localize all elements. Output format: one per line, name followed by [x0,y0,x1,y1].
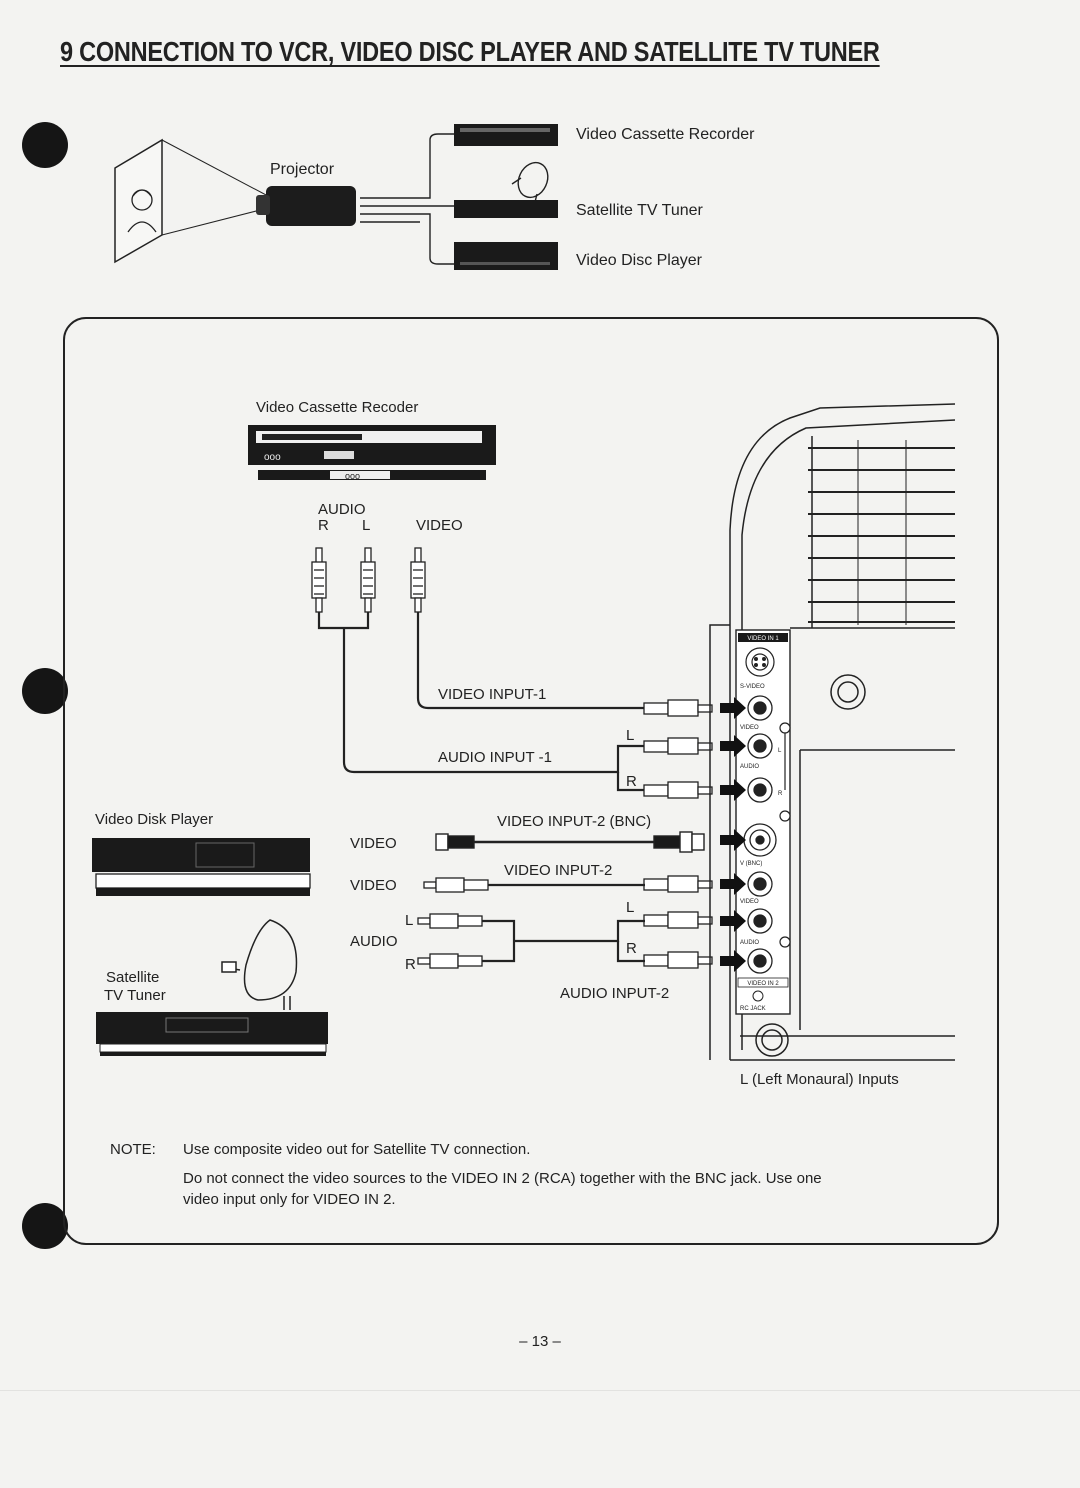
rca-plug-icons-left [417,877,489,969]
vcr-cables [317,612,645,792]
video-disk-player-label: Video Disk Player [95,811,213,828]
note-label: NOTE: [110,1141,156,1158]
projector-rear-screw-icon [830,674,866,710]
r-label-audio2-left: R [405,956,416,973]
binder-hole-middle [22,668,68,714]
r-label-audio2-right: R [626,940,637,957]
panel-video-label-1: VIDEO [740,725,759,731]
panel-video-label-2: VIDEO [740,899,759,905]
video-input-2-label: VIDEO INPUT-2 [504,862,612,879]
svg-text:ooo: ooo [345,471,360,481]
screen-with-person-icon [114,138,269,264]
video-input-2-bnc-label: VIDEO INPUT-2 (BNC) [497,813,651,830]
vcr-detail-label: Video Cassette Recoder [256,399,418,416]
panel-video-in-1-label: VIDEO IN 1 [747,636,779,642]
left-monaural-label: L (Left Monaural) Inputs [740,1071,899,1088]
binder-hole-bottom [22,1203,68,1249]
connection-arrow-icons [720,697,746,972]
vcr-overview-icon [454,124,558,146]
rc-jack-ring-icon [755,1023,789,1057]
panel-video-in-2-label: VIDEO IN 2 [747,981,779,987]
video-disk-player-device [92,838,311,896]
vcr-device: ooo ooo [248,425,496,481]
detail-frame [63,317,999,1245]
audio-input-1-label: AUDIO INPUT -1 [438,749,552,766]
note-line-3: video input only for VIDEO IN 2. [183,1191,396,1208]
vcr-overview-label: Video Cassette Recorder [576,126,755,143]
r-label-top: R [318,517,329,534]
note-line-2: Do not connect the video sources to the … [183,1170,822,1187]
note-line-1: Use composite video out for Satellite TV… [183,1141,531,1158]
projector-rear-body [709,403,956,1061]
projector-label: Projector [270,161,335,178]
page-title: 9 CONNECTION TO VCR, VIDEO DISC PLAYER A… [60,36,880,67]
panel-s-video-label: S-VIDEO [740,684,765,690]
panel-rc-jack-label: RC JACK [740,1006,766,1012]
rca-plug-icons-panel [643,699,713,969]
panel-audio-label-1: AUDIO [740,764,759,770]
panel-audio-label-2: AUDIO [740,940,759,946]
video-label-bnc: VIDEO [350,835,397,852]
satellite-dish-large-icon [221,919,298,1010]
audio-heading: AUDIO [318,501,366,518]
satellite-tuner-overview-icon [454,200,558,218]
audio-input-2-label: AUDIO INPUT-2 [560,985,669,1002]
bnc-cable [435,831,705,853]
l-label-input1: L [626,727,634,744]
satellite-overview-label: Satellite TV Tuner [576,202,704,219]
input-panel: VIDEO IN 1 S-VIDEO VIDEO AUDIO L R V (BN… [720,629,791,1015]
s-video-jack-icon [745,647,775,677]
l-label-top: L [362,517,370,534]
lower-cables [482,883,645,963]
video-input-1-label: VIDEO INPUT-1 [438,686,546,703]
satellite-line1-label: Satellite [106,969,159,986]
disc-player-overview-icon [454,242,558,270]
projector-icon [256,186,356,226]
panel-r-label: R [778,791,783,797]
satellite-line2-label: TV Tuner [104,987,166,1004]
r-label-input1: R [626,773,637,790]
svg-text:ooo: ooo [264,452,281,463]
panel-l-label: L [778,748,782,754]
page-number: – 13 – [519,1333,561,1350]
disc-overview-label: Video Disc Player [576,252,703,269]
video-label-rca: VIDEO [350,877,397,894]
binder-hole-top [22,122,68,168]
overview-cables [360,133,456,265]
audio-label-left: AUDIO [350,933,398,950]
l-label-audio2-right: L [626,899,634,916]
rca-plug-icons-vertical [311,547,426,613]
footer-rule [0,1390,1080,1391]
overview-diagram: Projector Video Cassette Recorder Satell… [114,124,755,270]
projector-vents [808,436,955,628]
panel-v-bnc-label: V (BNC) [740,861,762,867]
satellite-dish-small-icon [511,161,549,203]
satellite-tuner-device [96,1012,328,1056]
l-label-audio2-left: L [405,912,413,929]
video-label-top: VIDEO [416,517,463,534]
rca-jack-icons [743,695,777,974]
